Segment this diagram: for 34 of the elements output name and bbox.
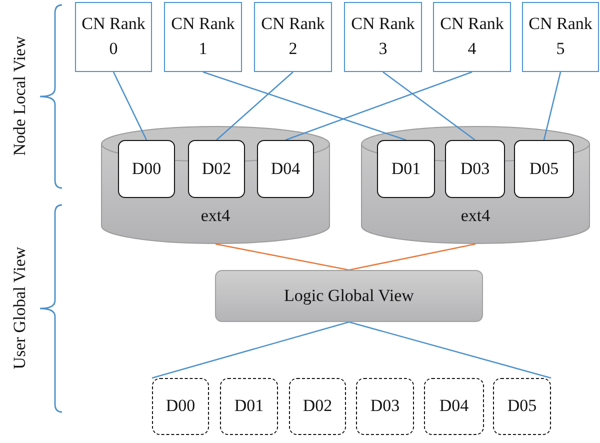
data-box: D01 [377, 140, 435, 198]
logic-view-box: Logic Global View [215, 270, 483, 322]
connector-line [202, 71, 406, 141]
compute-node-box: CN Rank 5 [522, 2, 599, 72]
connector-line [543, 72, 562, 140]
dashed-data-box: D02 [289, 378, 346, 435]
dashed-data-box: D05 [493, 378, 551, 435]
data-box: D00 [118, 140, 175, 198]
data-box: D02 [188, 140, 245, 198]
filesystem-label: ext4 [200, 205, 232, 227]
compute-node-box: CN Rank 2 [254, 2, 332, 72]
storage-cylinder [101, 126, 330, 244]
compute-node-box: CN Rank 3 [344, 2, 422, 72]
storage-cylinder [361, 126, 590, 244]
dashed-data-box: D04 [424, 378, 484, 435]
dashed-data-box: D01 [220, 378, 278, 435]
section-label: Node Local View [10, 36, 30, 156]
connector-line [348, 243, 476, 271]
compute-node-box: CN Rank 1 [164, 2, 242, 72]
section-label: User Global View [10, 246, 30, 370]
connector-line [382, 71, 476, 141]
data-box: D03 [445, 140, 505, 198]
connector-line [285, 71, 472, 141]
compute-node-box: CN Rank 0 [75, 2, 152, 72]
dashed-data-box: D00 [152, 378, 209, 435]
data-box: D04 [257, 140, 314, 198]
data-box: D05 [514, 140, 574, 198]
connector-line [215, 243, 350, 271]
compute-node-box: CN Rank 4 [433, 2, 511, 72]
connector-line [216, 72, 294, 140]
filesystem-label: ext4 [460, 205, 492, 227]
connector-line [152, 321, 350, 379]
connector-line [348, 321, 552, 379]
dashed-data-box: D03 [356, 378, 414, 435]
